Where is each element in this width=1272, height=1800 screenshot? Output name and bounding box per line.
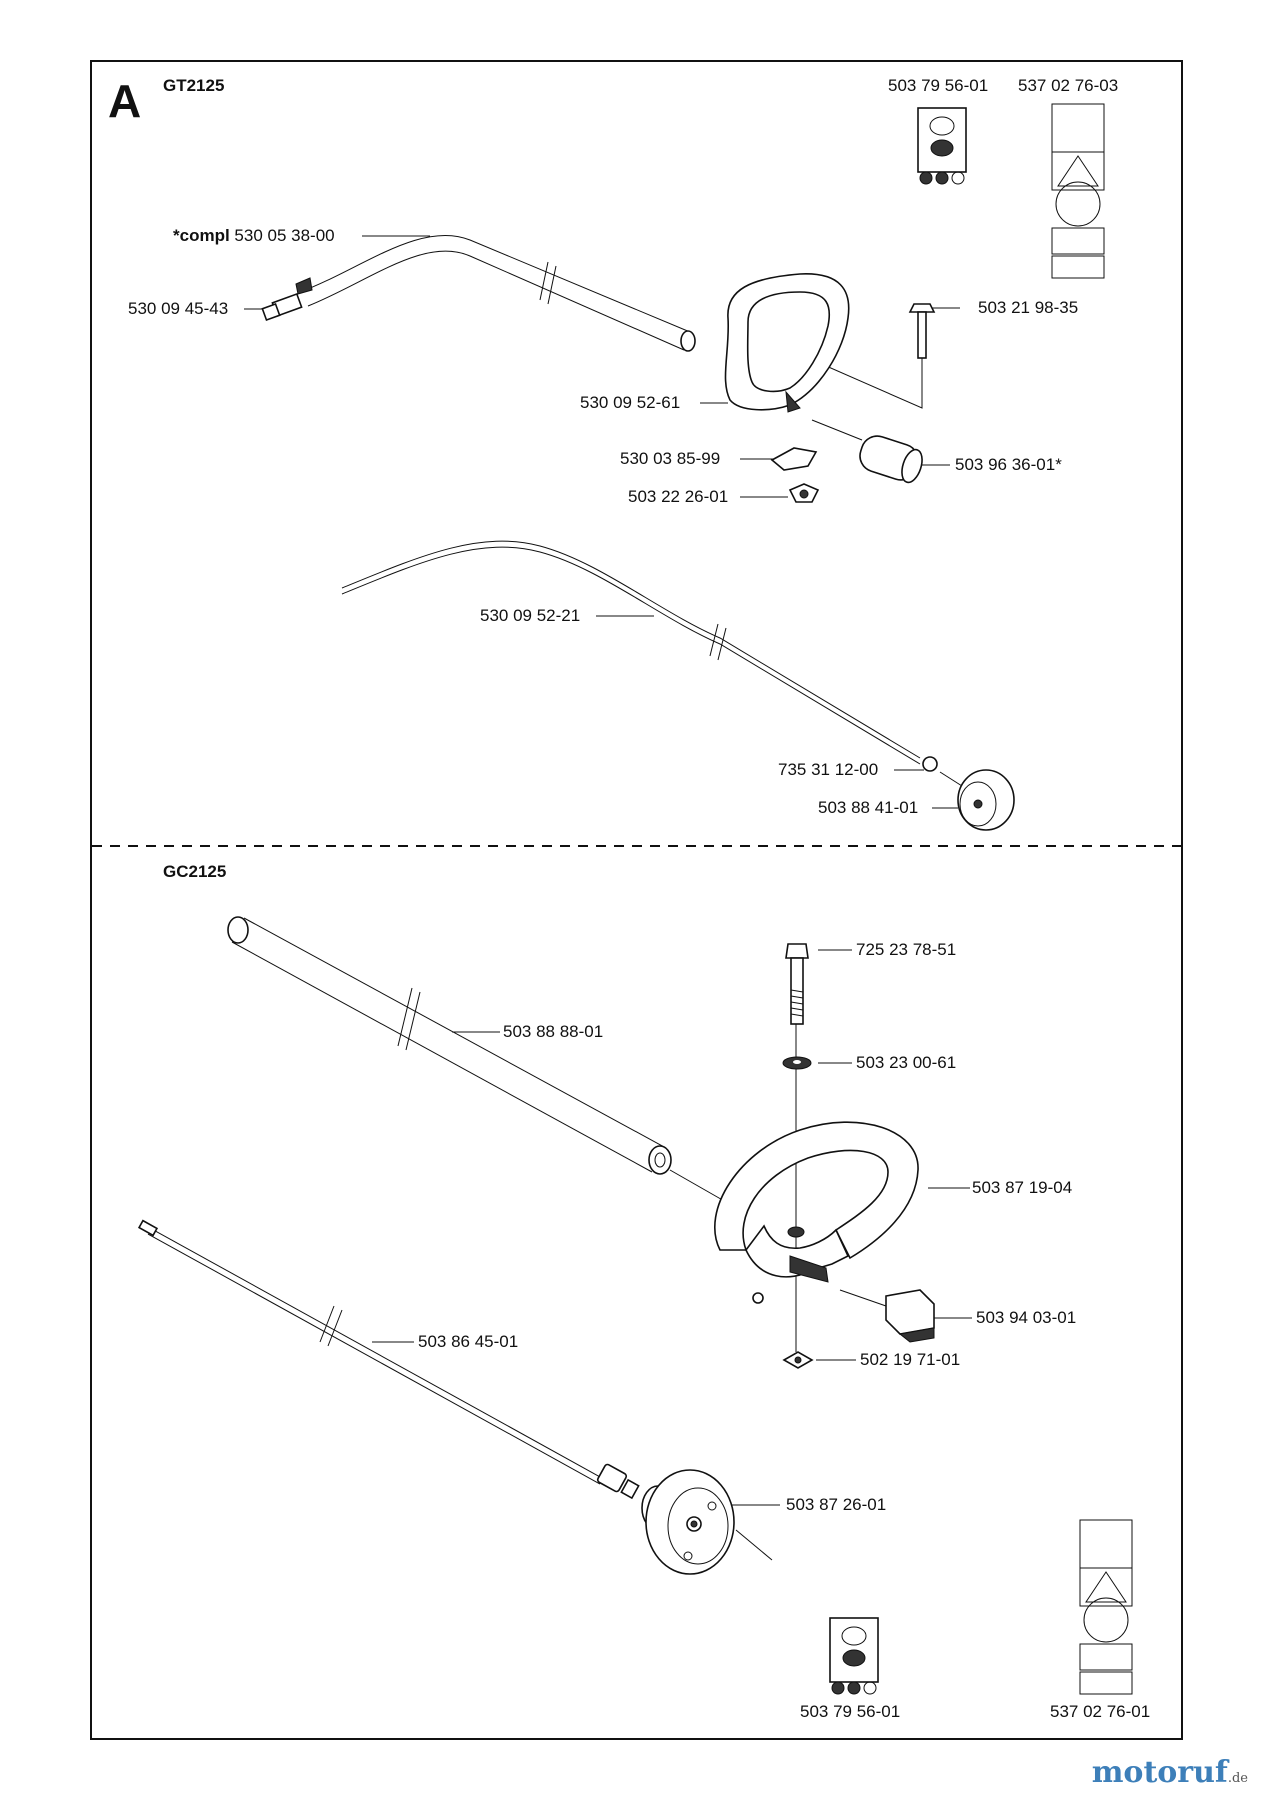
model-gc2125: GC2125: [163, 862, 227, 881]
gc-drum: [641, 1469, 773, 1575]
gc-block: [839, 1289, 935, 1343]
label-gt-drive-shaft: 530 09 52-21: [480, 606, 581, 625]
decal-icon-2: [1051, 103, 1105, 279]
label-gt-decal-1: 503 79 56-01: [888, 76, 989, 95]
decal-icon-1: [917, 107, 967, 185]
gt-sleeve: [811, 419, 923, 484]
label-gc-handle: 503 87 19-04: [972, 1178, 1073, 1197]
gc-square-nut: [782, 1351, 814, 1369]
label-gc-decal-2: 537 02 76-01: [1050, 1702, 1151, 1721]
label-gc-drum: 503 87 26-01: [786, 1495, 887, 1514]
label-gt-decal-2: 537 02 76-03: [1018, 76, 1119, 95]
gt-clamp: [770, 447, 818, 471]
gt-handle: [724, 273, 850, 413]
label-gc-washer: 503 23 00-61: [856, 1053, 957, 1072]
label-gt-nut: 503 22 26-01: [628, 487, 729, 506]
compl-prefix: *compl: [173, 226, 230, 245]
gt-wing-nut: [788, 483, 820, 503]
diagram-frame: [90, 60, 1183, 1740]
gc-tube: [227, 916, 741, 1211]
gt-shaft-tube: [299, 234, 696, 352]
label-gt-drum: 503 88 41-01: [818, 798, 919, 817]
label-gc-block: 503 94 03-01: [976, 1308, 1077, 1327]
label-gt-ring: 735 31 12-00: [778, 760, 879, 779]
gt-drive-shaft: [341, 540, 921, 765]
label-gt-handle: 530 09 52-61: [580, 393, 681, 412]
gc-handle: [714, 1121, 919, 1304]
label-gc-decal-1: 503 79 56-01: [800, 1702, 901, 1721]
gc-drive-shaft: [137, 1219, 640, 1500]
decal-icon-4: [1079, 1519, 1133, 1695]
gc-bolt: [785, 943, 809, 1025]
gt-bolt: [908, 303, 936, 359]
gt-throttle-end: [261, 277, 313, 322]
compl-number: 530 05 38-00: [234, 226, 335, 245]
section-letter: A: [108, 75, 142, 127]
label-gc-bolt: 725 23 78-51: [856, 940, 957, 959]
model-gt2125: GT2125: [163, 76, 225, 95]
decal-icon-3: [829, 1617, 879, 1695]
brand-logo: motoruf.de: [1092, 1755, 1248, 1790]
label-throttle-end: 530 09 45-43: [128, 299, 229, 318]
gt-drum: [939, 769, 1015, 831]
brand-name: motoruf: [1091, 1755, 1228, 1790]
label-gc-tube: 503 88 88-01: [503, 1022, 604, 1041]
brand-tld: .de: [1227, 1771, 1248, 1786]
label-gc-drive-shaft: 503 86 45-01: [418, 1332, 519, 1351]
label-gt-clamp: 530 03 85-99: [620, 449, 721, 468]
label-shaft-compl: *compl 530 05 38-00: [173, 226, 335, 246]
label-gt-bolt: 503 21 98-35: [978, 298, 1079, 317]
gc-washer: [782, 1056, 812, 1070]
gt-ring: [922, 756, 938, 772]
label-gc-nut: 502 19 71-01: [860, 1350, 961, 1369]
label-gt-sleeve: 503 96 36-01*: [955, 455, 1062, 474]
